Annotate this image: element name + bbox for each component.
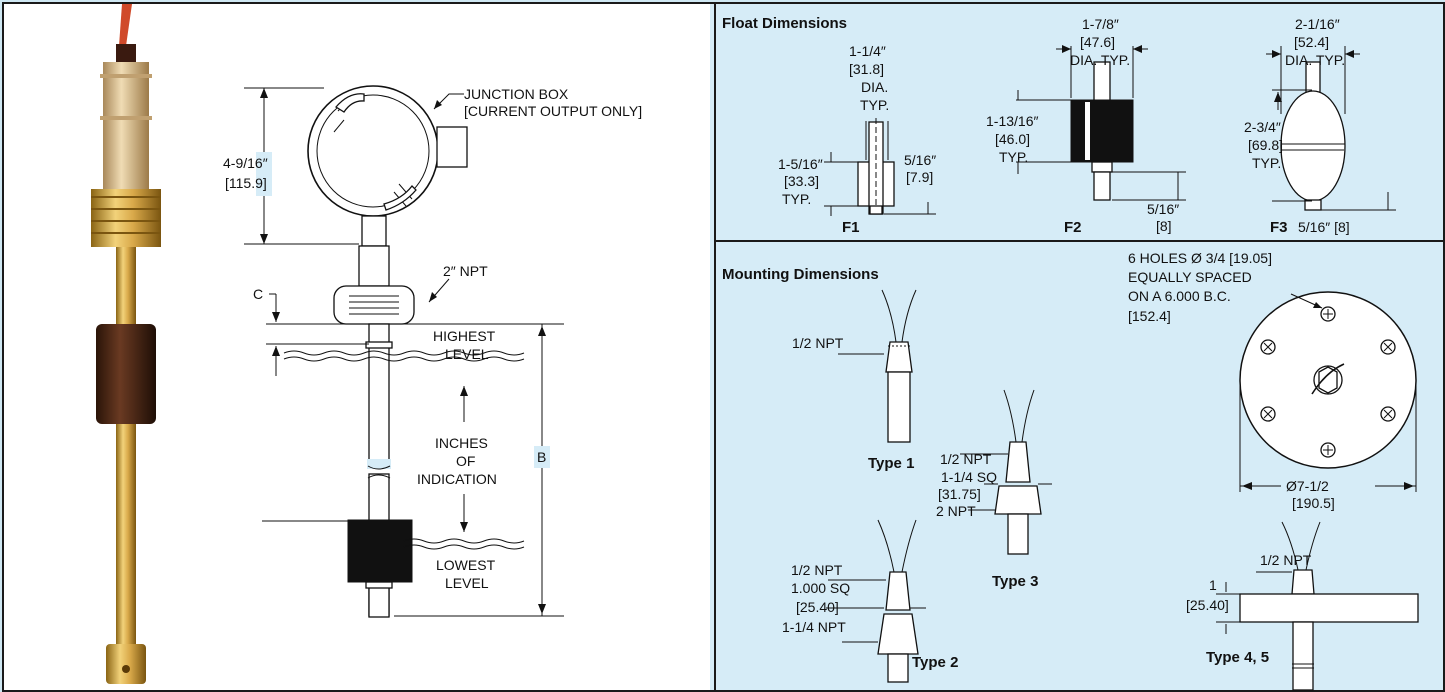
flange-spaced: EQUALLY SPACED: [1128, 269, 1252, 285]
type1-npt: 1/2 NPT: [792, 335, 844, 351]
type2-npt2: 1-1/4 NPT: [782, 619, 846, 635]
f2-label: F2: [1064, 219, 1082, 236]
threaded-section: [91, 189, 161, 247]
inches-label: INCHES: [435, 435, 488, 451]
transmitter-drawing: 4-9/16″ [115.9] C B: [4, 4, 710, 690]
wire-seal: [116, 44, 136, 64]
mounting-dimensions-drawing: Mounting Dimensions 1/2 NPT Type 1: [722, 250, 1419, 691]
f2-h-mm: [46.0]: [995, 131, 1030, 147]
lowest-water-line: [403, 538, 525, 544]
float-dimensions-title: Float Dimensions: [722, 15, 847, 32]
f1-h-typ: TYP.: [782, 191, 811, 207]
mount-flange: Ø7-1/2 [190.5] 6 HOLES Ø 3/4 [19.05] EQU…: [1128, 250, 1417, 511]
type45-label: Type 4, 5: [1206, 649, 1269, 666]
bolt-holes: [1260, 306, 1396, 458]
type2-sq: 1.000 SQ: [791, 580, 850, 596]
hex-fitting: [103, 62, 149, 190]
current-output-label: [CURRENT OUTPUT ONLY]: [464, 103, 642, 119]
f1-s-mm: [7.9]: [906, 169, 933, 185]
flange-holes: 6 HOLES Ø 3/4 [19.05]: [1128, 250, 1272, 266]
f1-s-in: 5/16″: [904, 152, 936, 168]
f1-dia-mm: [31.8]: [849, 61, 884, 77]
indication-label: INDICATION: [417, 471, 497, 487]
type3-sq-mm: [31.75]: [938, 486, 981, 502]
junction-box-drawing: [307, 85, 468, 618]
f1-h-in: 1-5/16″: [778, 156, 823, 172]
flange-dia-mm: [190.5]: [1292, 495, 1335, 511]
junction-box-label: JUNCTION BOX: [464, 86, 569, 102]
float-dimensions-drawing: Float Dimensions 1-1/4″ [31.8] DIA. TYP.: [722, 15, 1396, 236]
type2-label: Type 2: [912, 654, 958, 671]
type1-label: Type 1: [868, 455, 914, 472]
f3-h-in: 2-3/4″: [1244, 119, 1281, 135]
highest-water-line: [283, 350, 525, 356]
f3-label: F3: [1270, 219, 1288, 236]
type3-sq: 1-1/4 SQ: [941, 469, 997, 485]
f1-typ: TYP.: [860, 97, 889, 113]
f3-s: 5/16″ [8]: [1298, 219, 1350, 235]
height-dim-in: 4-9/16″: [223, 155, 268, 171]
level-transmitter-panel: 4-9/16″ [115.9] C B: [4, 4, 716, 690]
brass-stem: [116, 247, 136, 655]
mounting-dimensions-panel: Mounting Dimensions 1/2 NPT Type 1: [716, 242, 1443, 691]
f3-dia-in: 2-1/16″: [1295, 16, 1340, 32]
height-dim-mm: [115.9]: [225, 175, 267, 191]
float-f1: 1-1/4″ [31.8] DIA. TYP. 1-5/16″ [33.3] T…: [778, 43, 936, 236]
mounting-dimensions-title: Mounting Dimensions: [722, 266, 879, 283]
f2-s-in: 5/16″: [1147, 201, 1179, 217]
red-wire: [119, 4, 132, 46]
f2-dia-in: 1-7/8″: [1082, 16, 1119, 32]
f1-label: F1: [842, 219, 860, 236]
f3-dia-mm: [52.4]: [1294, 34, 1329, 50]
npt-label: 2″ NPT: [443, 263, 488, 279]
lowest-label: LOWEST: [436, 557, 496, 573]
of-label: OF: [456, 453, 475, 469]
f2-dia-mm: [47.6]: [1080, 34, 1115, 50]
type45-th-mm: [25.40]: [1186, 597, 1229, 613]
mount-type2: 1/2 NPT 1.000 SQ [25.40] 1-1/4 NPT Type …: [782, 519, 958, 683]
type3-npt: 1/2 NPT: [940, 451, 992, 467]
float-dimensions-panel: Float Dimensions 1-1/4″ [31.8] DIA. TYP.: [716, 4, 1443, 242]
type3-npt2: 2 NPT: [936, 503, 976, 519]
type2-npt: 1/2 NPT: [791, 562, 843, 578]
c-label: C: [253, 286, 263, 302]
mount-type45: 1/2 NPT 1 [25.40] Type 4, 5: [1186, 521, 1419, 691]
flange-dia: Ø7-1/2: [1286, 478, 1329, 494]
f2-h-in: 1-13/16″: [986, 113, 1038, 129]
type3-label: Type 3: [992, 573, 1038, 590]
end-collar: [106, 644, 146, 684]
f2-h-typ: TYP.: [999, 149, 1028, 165]
b-label: B: [537, 449, 546, 465]
f1-dia-in: 1-1/4″: [849, 43, 886, 59]
lowest-level-label: LEVEL: [445, 575, 489, 591]
f3-h-mm: [69.8]: [1248, 137, 1283, 153]
mount-type1: 1/2 NPT Type 1: [792, 289, 917, 472]
type45-npt: 1/2 NPT: [1260, 552, 1312, 568]
float-f3: 2-1/16″ [52.4] DIA. TYP. 2-3/4″ [69.8] T…: [1244, 16, 1396, 236]
f1-h-mm: [33.3]: [784, 173, 819, 189]
f2-dia-typ: DIA. TYP.: [1070, 52, 1130, 68]
type45-th: 1: [1209, 577, 1217, 593]
f3-dia-typ: DIA. TYP.: [1285, 52, 1345, 68]
f2-s-mm: [8]: [1156, 218, 1172, 234]
highest-label: HIGHEST: [433, 328, 496, 344]
flange-bc: ON A 6.000 B.C.: [1128, 288, 1231, 304]
mount-type3: 1/2 NPT 1-1/4 SQ [31.75] 2 NPT Type 3: [936, 389, 1052, 590]
f3-h-typ: TYP.: [1252, 155, 1281, 171]
type2-sq-mm: [25.40]: [796, 599, 839, 615]
photo-float: [96, 324, 156, 424]
f1-dia: DIA.: [861, 79, 888, 95]
flange-bc-mm: [152.4]: [1128, 308, 1171, 324]
highest-level-label: LEVEL: [445, 346, 489, 362]
float-f2: 1-7/8″ [47.6] DIA. TYP. 1-13/16″ [46.0] …: [986, 16, 1186, 236]
